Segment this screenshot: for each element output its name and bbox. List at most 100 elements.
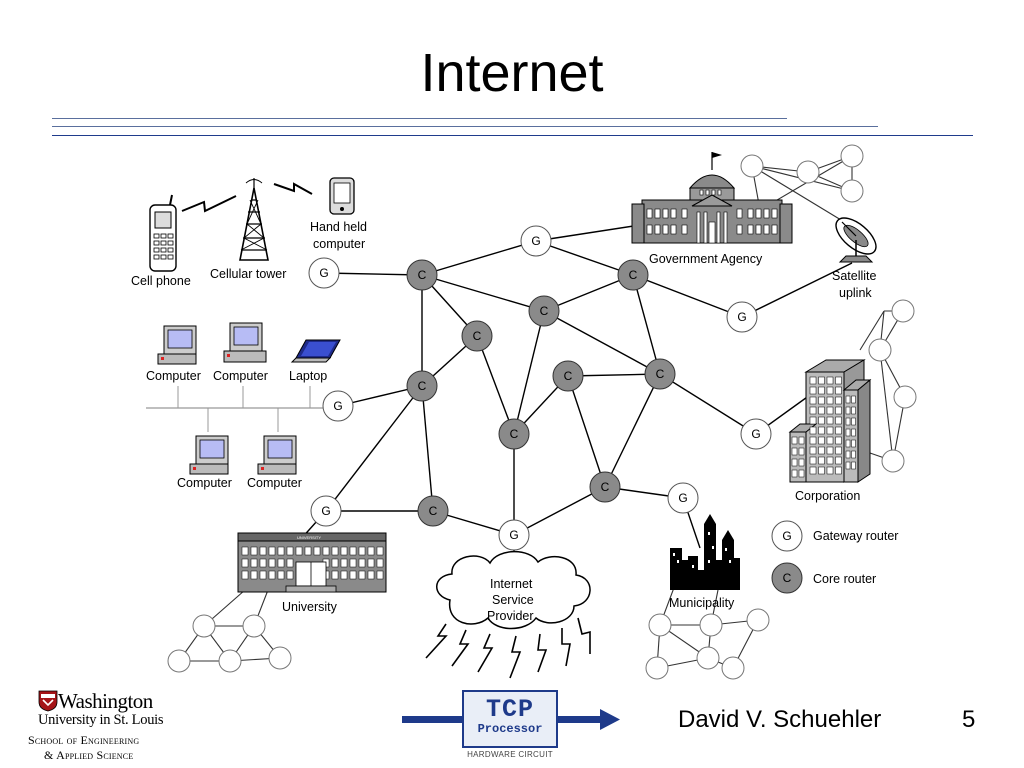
wustl-university-text: University in St. Louis bbox=[38, 712, 164, 728]
computer-label-4: Computer bbox=[247, 476, 302, 490]
satellite-label-1: Satellite bbox=[832, 269, 877, 283]
core-router: C bbox=[461, 320, 493, 352]
core-router: C bbox=[644, 358, 676, 390]
handheld-computer-icon bbox=[329, 177, 355, 215]
core-router-letter: C bbox=[656, 367, 665, 381]
computer-label-1: Computer bbox=[146, 369, 201, 383]
page-number: 5 bbox=[962, 706, 976, 733]
corporation-label: Corporation bbox=[795, 489, 860, 503]
legend-core-letter: C bbox=[783, 571, 792, 585]
computer-label-3: Computer bbox=[177, 476, 232, 490]
municipality-label: Municipality bbox=[669, 596, 735, 610]
cellular-tower-label: Cellular tower bbox=[210, 267, 286, 281]
satellite-dish-icon bbox=[835, 217, 877, 263]
university-building-icon: UNIVERSITY bbox=[237, 532, 387, 593]
legend-core-swatch: C bbox=[771, 562, 803, 594]
gateway-router: G bbox=[740, 418, 772, 450]
gateway-router-letter: G bbox=[321, 504, 330, 518]
tcp-logo-sub: Processor bbox=[477, 722, 543, 736]
satellite-label-2: uplink bbox=[839, 286, 872, 300]
gateway-router-letter: G bbox=[531, 234, 540, 248]
wustl-shield-icon bbox=[38, 690, 58, 712]
cell-phone-label: Cell phone bbox=[131, 274, 191, 288]
cell-phone-icon bbox=[149, 194, 177, 272]
slide-title: Internet bbox=[420, 43, 604, 103]
wustl-washington-text: Washington bbox=[58, 689, 153, 713]
author-name: David V. Schuehler bbox=[678, 706, 882, 733]
wustl-school-text-1: School of Engineering bbox=[28, 733, 140, 747]
gateway-router-letter: G bbox=[737, 310, 746, 324]
lan-bus bbox=[146, 386, 326, 432]
gateway-router: G bbox=[726, 301, 758, 333]
legend: G Gateway router C Core router bbox=[771, 520, 898, 594]
handheld-computer-label-2: computer bbox=[313, 237, 365, 251]
core-router: C bbox=[528, 295, 560, 327]
laptop-icon bbox=[290, 339, 341, 363]
isp-cloud-icon bbox=[436, 550, 591, 630]
legend-gateway-swatch: G bbox=[771, 520, 803, 552]
footer-arrow-icon bbox=[402, 709, 620, 730]
core-router-letter: C bbox=[473, 329, 482, 343]
core-router-letter: C bbox=[564, 369, 573, 383]
gateway-router-letter: G bbox=[333, 399, 342, 413]
university-peripheral-network bbox=[167, 589, 292, 673]
core-router: C bbox=[589, 471, 621, 503]
core-router-letter: C bbox=[418, 379, 427, 393]
tcp-logo-caption: HARDWARE CIRCUIT bbox=[467, 750, 553, 759]
core-router-letter: C bbox=[418, 268, 427, 282]
isp-label-2: Service bbox=[492, 593, 534, 607]
tcp-logo-main: TCP bbox=[485, 695, 534, 724]
government-agency-label: Government Agency bbox=[649, 252, 763, 266]
gateway-router-letter: G bbox=[751, 427, 760, 441]
core-router-letter: C bbox=[510, 427, 519, 441]
core-router-letter: C bbox=[429, 504, 438, 518]
isp-label-1: Internet bbox=[490, 577, 533, 591]
gov-peripheral-network bbox=[699, 144, 864, 226]
wustl-school-text-2: & Applied Science bbox=[44, 748, 134, 762]
cellular-tower-icon bbox=[239, 178, 269, 261]
gateway-router: G bbox=[322, 390, 354, 422]
network-links bbox=[299, 224, 853, 562]
university-sign-label: UNIVERSITY bbox=[297, 535, 321, 540]
computer-label-2: Computer bbox=[213, 369, 268, 383]
core-router-letter: C bbox=[629, 268, 638, 282]
gateway-router-letter: G bbox=[509, 528, 518, 542]
title-rule-2 bbox=[52, 126, 878, 127]
signal-bolt-icon bbox=[181, 182, 313, 213]
tcp-processor-logo: TCP Processor bbox=[462, 690, 558, 748]
gateway-router: G bbox=[520, 225, 552, 257]
municipality-peripheral-network bbox=[645, 584, 770, 680]
legend-gateway-letter: G bbox=[782, 529, 791, 543]
gateway-router: G bbox=[308, 257, 340, 289]
computer-icon bbox=[157, 325, 197, 365]
core-router-letter: C bbox=[601, 480, 610, 494]
core-router: C bbox=[406, 259, 438, 291]
router-nodes: G G G G G G G G C C C C C C C C C C bbox=[308, 225, 772, 551]
computer-icon bbox=[189, 435, 229, 475]
title-rule-1 bbox=[52, 118, 787, 119]
gateway-router: G bbox=[667, 482, 699, 514]
municipality-skyline-icon bbox=[670, 514, 740, 590]
gateway-router-letter: G bbox=[319, 266, 328, 280]
isp-label-3: Provider bbox=[487, 609, 534, 623]
corporation-building-icon bbox=[788, 359, 872, 483]
computer-icon bbox=[257, 435, 297, 475]
university-label: University bbox=[282, 600, 338, 614]
wustl-logo bbox=[36, 688, 186, 764]
gateway-router-letter: G bbox=[678, 491, 687, 505]
computer-icon bbox=[223, 322, 267, 363]
gateway-router: G bbox=[310, 495, 342, 527]
title-rule-3 bbox=[52, 135, 973, 136]
core-router: C bbox=[417, 495, 449, 527]
gateway-router: G bbox=[498, 519, 530, 551]
core-router: C bbox=[617, 259, 649, 291]
laptop-label: Laptop bbox=[289, 369, 327, 383]
core-router: C bbox=[406, 370, 438, 402]
corp-peripheral-network bbox=[859, 299, 917, 473]
handheld-computer-label-1: Hand held bbox=[310, 220, 367, 234]
core-router: C bbox=[498, 418, 530, 450]
core-router: C bbox=[552, 360, 584, 392]
isp-lightning-icon bbox=[425, 617, 591, 679]
core-router-letter: C bbox=[540, 304, 549, 318]
